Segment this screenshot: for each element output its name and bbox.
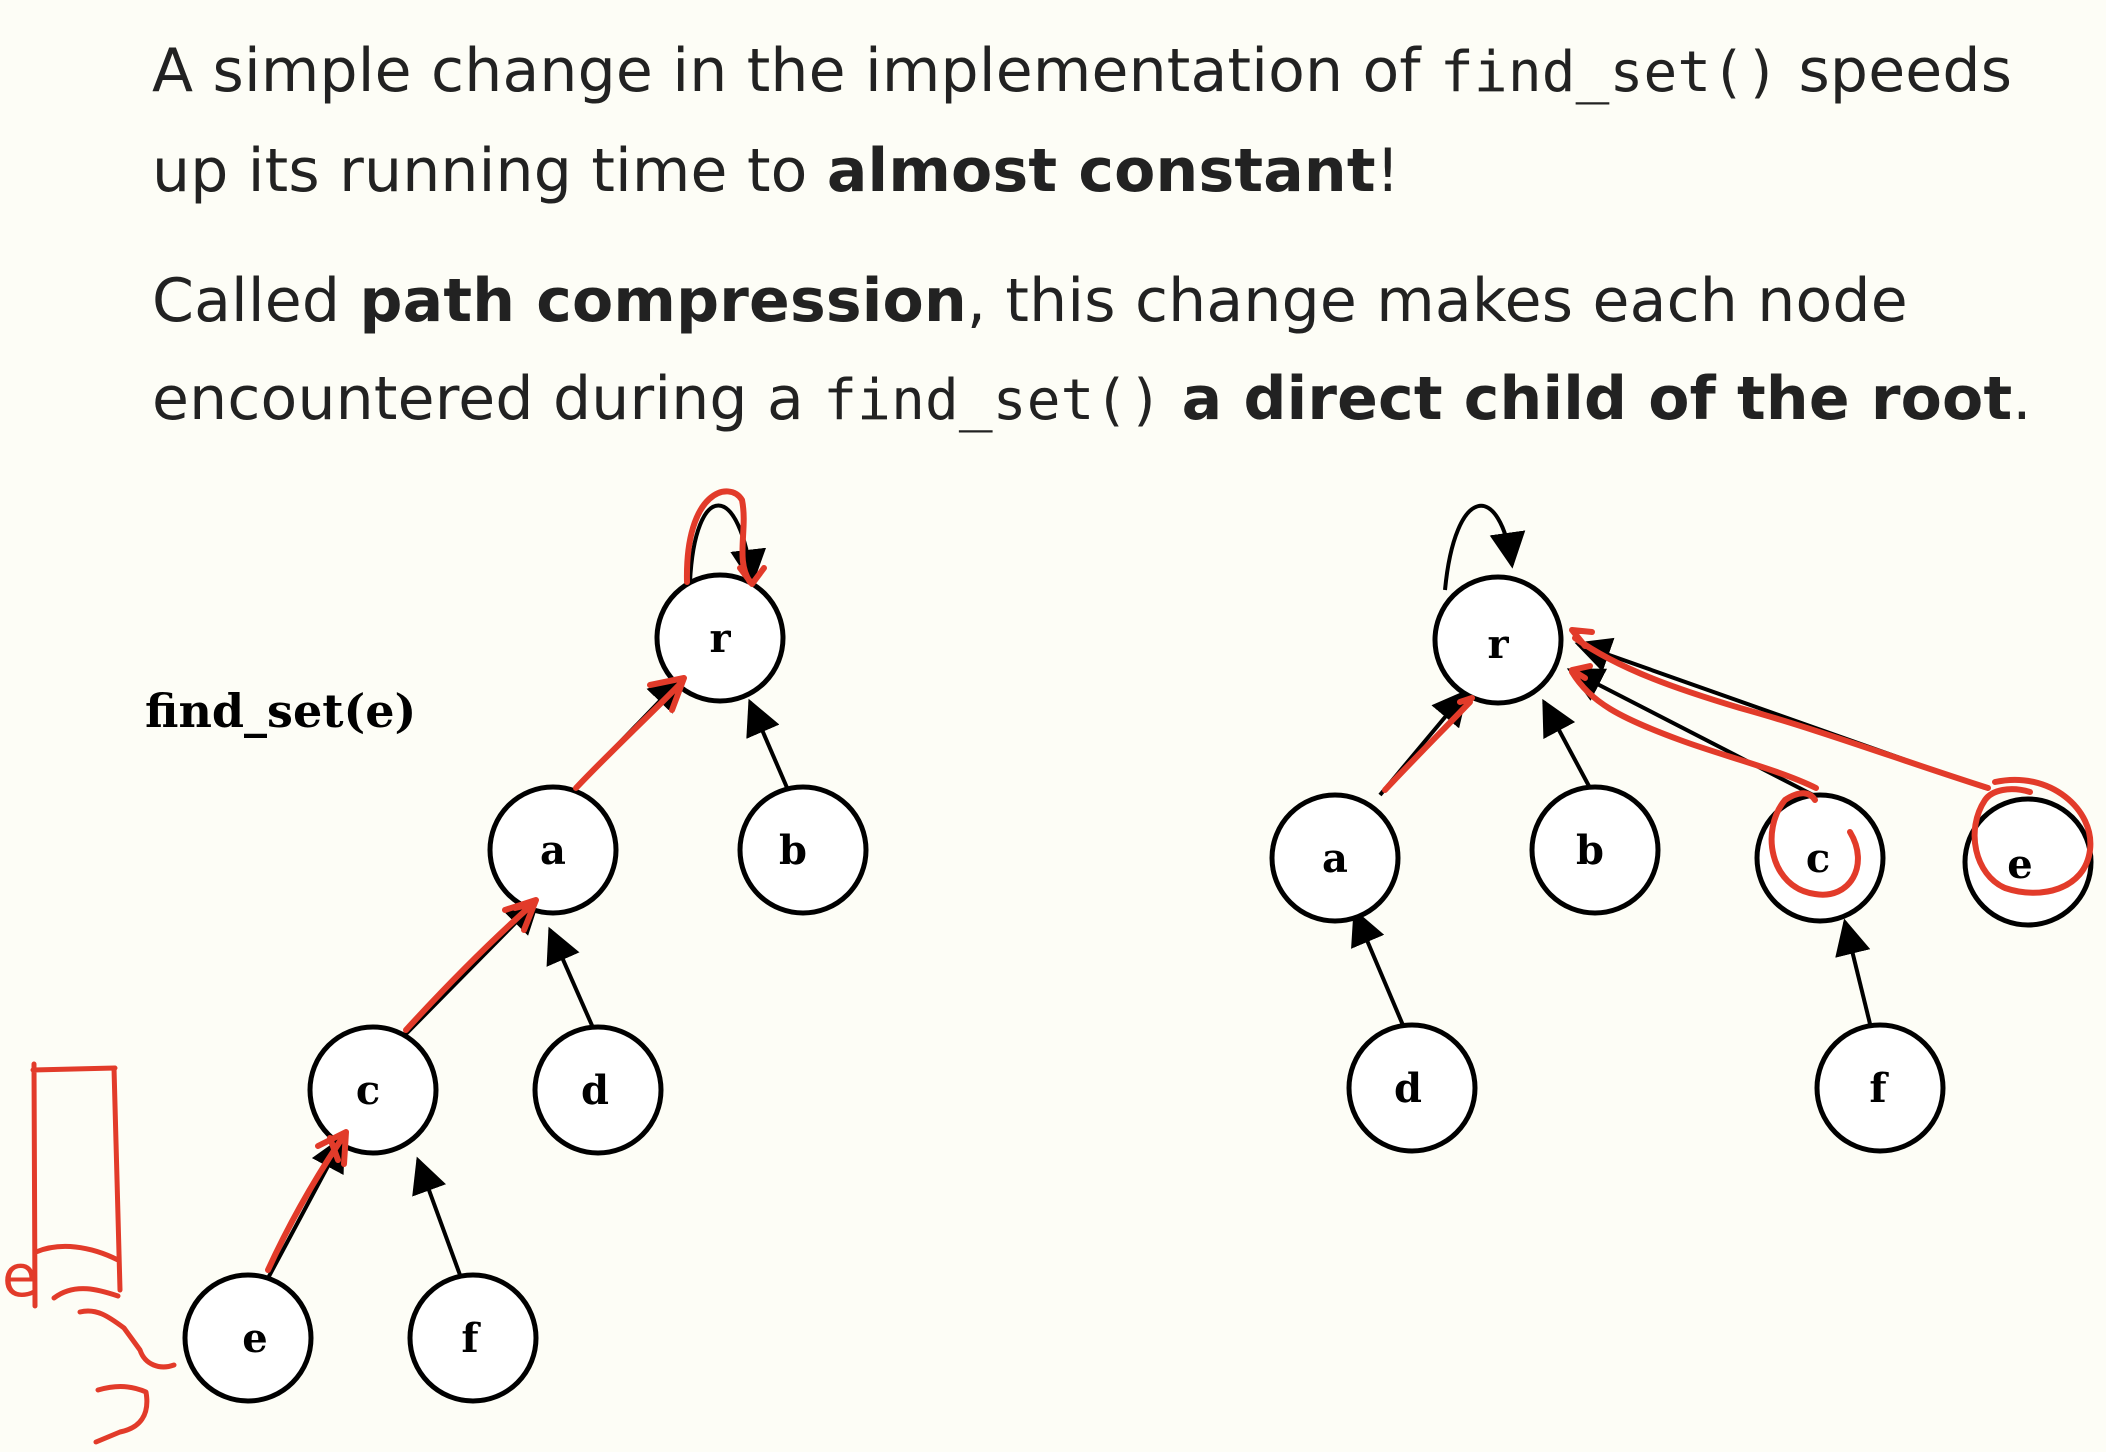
self-loop-edge xyxy=(1443,503,1526,591)
node-label: a xyxy=(540,827,566,874)
after-tree: r a b c e d f xyxy=(1269,503,2094,1154)
path-c-a-highlight xyxy=(403,897,539,1033)
code-find-set: find_set() xyxy=(1440,40,1780,105)
node-b: b xyxy=(737,784,869,916)
before-tree: r a b c d e f xyxy=(182,503,869,1404)
after-highlight xyxy=(1382,627,2094,898)
node-label: b xyxy=(779,827,807,874)
node-label: r xyxy=(1487,621,1509,668)
code-find-set: find_set() xyxy=(823,368,1163,433)
path-a-r-highlight xyxy=(1382,695,1475,793)
node-label: r xyxy=(709,615,731,662)
bold-almost-constant: almost constant xyxy=(826,136,1376,206)
caption-find-set: find_set(e) xyxy=(145,684,416,738)
node-a: a xyxy=(487,784,619,916)
text: Called xyxy=(152,266,360,336)
edge-d-a xyxy=(546,926,596,1031)
paragraph-path-compression: Called path compression, this change mak… xyxy=(152,252,2072,450)
edge-f-c xyxy=(1835,918,1874,1033)
self-loop-highlight xyxy=(683,488,767,587)
node-label: f xyxy=(1869,1065,1889,1112)
node-e: e xyxy=(182,1272,314,1404)
text: speeds up its running time to xyxy=(152,36,2013,206)
node-e: e xyxy=(1962,796,2094,928)
path-e-c-highlight xyxy=(265,1129,349,1273)
node-label: c xyxy=(356,1067,380,1114)
node-b: b xyxy=(1529,784,1661,916)
edge-f-c xyxy=(412,1156,462,1276)
text: . xyxy=(2012,364,2032,434)
circle-c-highlight xyxy=(1768,790,1861,898)
node-d: d xyxy=(1346,1022,1478,1154)
node-a: a xyxy=(1269,792,1401,924)
node-label: b xyxy=(1576,827,1604,874)
node-r: r xyxy=(654,572,786,704)
paragraph-intro: A simple change in the implementation of… xyxy=(152,22,2072,220)
path-e-r-highlight xyxy=(1569,627,1991,791)
path-c-r-highlight xyxy=(1569,663,1819,791)
bold-path-compression: path compression xyxy=(359,266,967,336)
node-d: d xyxy=(532,1024,664,1156)
edge-b-r xyxy=(746,698,790,791)
text xyxy=(1162,364,1181,434)
text: ! xyxy=(1375,136,1400,206)
node-f: f xyxy=(1814,1022,1946,1154)
stack-arrow xyxy=(51,1286,177,1370)
node-label: e xyxy=(2007,841,2032,888)
bold-direct-child: a direct child of the root xyxy=(1181,364,2013,434)
node-c: c xyxy=(1754,792,1886,924)
node-c: c xyxy=(307,1024,439,1156)
node-label: d xyxy=(1394,1065,1422,1112)
text: A simple change in the implementation of xyxy=(152,36,1441,106)
text: , this change makes each node encountere… xyxy=(152,266,1908,434)
node-f: f xyxy=(407,1272,539,1404)
stack-arrow-bottom xyxy=(93,1384,150,1445)
node-label: f xyxy=(461,1315,481,1362)
edge-b-r xyxy=(1542,698,1592,789)
node-label: d xyxy=(581,1067,609,1114)
before-path-highlight xyxy=(265,488,767,1273)
annotation-letter-e: e xyxy=(2,1242,38,1310)
path-compression-diagram: find_set(e) r a b c d e f e xyxy=(2,488,2094,1445)
stack-outline xyxy=(30,1061,123,1309)
path-a-r-highlight xyxy=(573,675,687,791)
edge-c-r xyxy=(1566,668,1816,798)
node-label: a xyxy=(1322,835,1348,882)
node-label: c xyxy=(1806,835,1830,882)
node-r: r xyxy=(1432,574,1564,706)
self-loop-edge xyxy=(688,503,767,586)
stack-sketch xyxy=(30,1061,177,1445)
node-label: e xyxy=(242,1315,267,1362)
edge-d-a xyxy=(1351,908,1407,1031)
circle-e-highlight xyxy=(1971,776,2094,896)
